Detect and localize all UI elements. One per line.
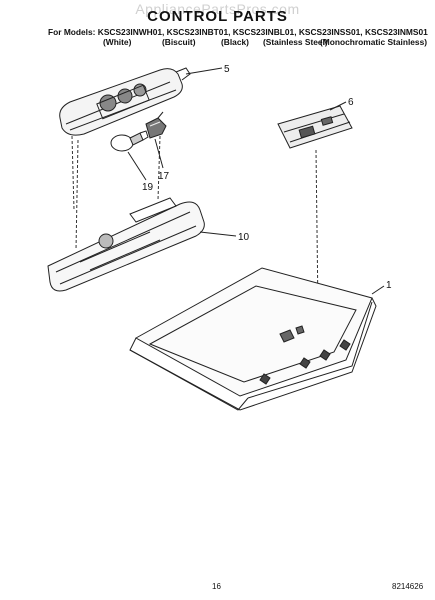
- callout-10: 10: [238, 232, 250, 243]
- assembly-lines: [71, 135, 319, 311]
- callout-6: 6: [348, 97, 354, 108]
- models-line: For Models: KSCS23INWH01, KSCS23INBT01, …: [48, 27, 428, 37]
- light-housing-part: [59, 67, 191, 136]
- light-socket-part: [145, 111, 167, 139]
- color-stainless: (Stainless Steel): [263, 37, 328, 47]
- callout-5: 5: [224, 64, 230, 75]
- callout-1: 1: [386, 280, 392, 291]
- document-number: 8214626: [392, 582, 424, 591]
- callout-17: 17: [158, 171, 170, 182]
- color-white: (White): [103, 37, 132, 47]
- control-board-part: [277, 105, 353, 149]
- leader-lines: [127, 67, 385, 295]
- callout-19: 19: [142, 182, 154, 193]
- watermark: AppliancePartsPros.com: [135, 1, 300, 17]
- control-panel-part: [129, 267, 377, 411]
- page-title: CONTROL PARTS: [147, 8, 288, 25]
- light-bulb-part: [110, 130, 149, 152]
- light-tray-part: [47, 197, 205, 292]
- color-biscuit: (Biscuit): [162, 37, 196, 47]
- color-monochromatic: (Monochromatic Stainless): [320, 37, 428, 47]
- page-number: 16: [212, 582, 221, 591]
- color-black: (Black): [221, 37, 249, 47]
